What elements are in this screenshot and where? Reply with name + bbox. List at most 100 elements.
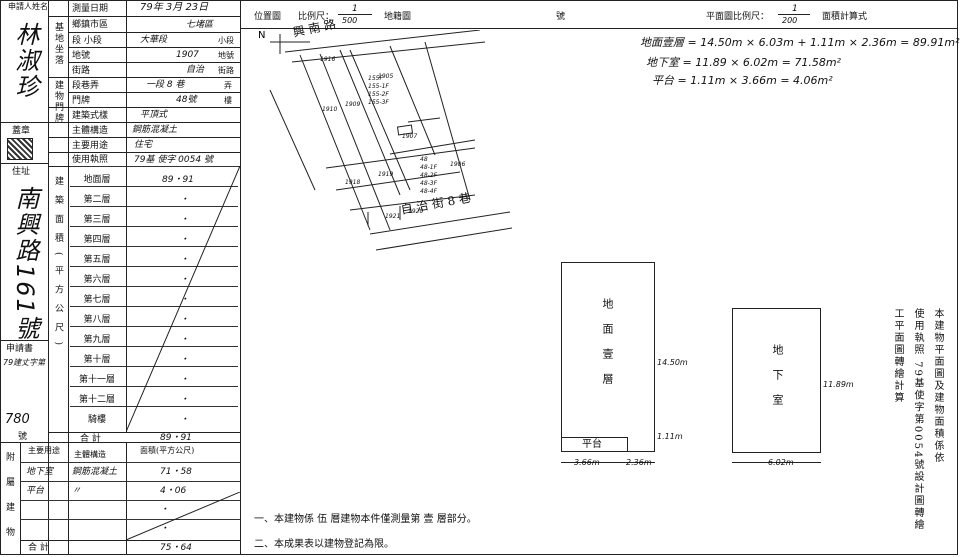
lot-number: 155F [368, 75, 383, 82]
floor-label: 第五層 [83, 255, 111, 265]
floor-value: ・ [180, 315, 190, 325]
floor-value: ・ [180, 215, 190, 225]
door-value: 48號 [176, 95, 197, 105]
lot-number: 155-3F [368, 99, 389, 106]
location-plan-label: 位置圖 [254, 12, 282, 22]
floor-label: 騎樓 [87, 415, 106, 425]
address-value: 南興路161號 [11, 186, 39, 342]
address-header: 住址 [12, 167, 31, 177]
floor-value: ・ [180, 375, 190, 385]
seal-stamp [7, 138, 33, 160]
lane-value: 一段 8 巷 [146, 80, 185, 90]
floor-value: ・ [180, 255, 190, 265]
floor-label: 第九層 [83, 335, 111, 345]
lot-label: 地號 [72, 51, 91, 61]
floor-label: 第八層 [83, 315, 111, 325]
seal-header: 蓋章 [12, 126, 31, 136]
lane-suffix: 弄 [224, 81, 232, 90]
location-scale-label: 比例尺： [298, 12, 335, 22]
lot-suffix: 地號 [218, 51, 234, 60]
applicant-header: 申請人姓名 [8, 2, 48, 11]
floor-label: 第二層 [83, 195, 111, 205]
license-label: 使用執照 [72, 155, 109, 165]
annex-strike-line [126, 492, 240, 540]
ground-floor-label: 地面壹層 [601, 298, 614, 398]
floor-value: ・ [180, 235, 190, 245]
annex-area: 4・06 [160, 486, 187, 496]
floor-row: 第三層 ・ [70, 206, 238, 227]
floor-value: ・ [180, 195, 190, 205]
section-value: 大華段 [140, 35, 168, 45]
location-scale-num: 1 [352, 4, 358, 14]
annex-structure: 〃 [72, 486, 82, 496]
floor-plan-scale-label: 平面圖比例尺： [706, 12, 770, 22]
lot-number: 1906 [450, 161, 466, 168]
floor-row: 第九層・ [70, 326, 238, 347]
location-plan-drawing: N [258, 30, 513, 251]
district-value: 七堵區 [186, 20, 214, 30]
license-value: 79基 使字 0054 號 [134, 155, 213, 165]
strike-line [126, 166, 240, 432]
right-note-col2: 使用執照 79基使字第0054號設計圖轉繪 [912, 308, 923, 532]
doc-no-suffix: 號 [18, 432, 28, 442]
floor-value: ・ [180, 415, 190, 425]
floor-value: ・ [180, 355, 190, 365]
floor-label: 第三層 [83, 215, 111, 225]
floor-value: ・ [180, 395, 190, 405]
applicant-name: 林淑珍 [11, 22, 39, 100]
lot-number: 48-2F [420, 172, 438, 179]
door-label: 門牌 [72, 96, 91, 106]
annex-total-label: 合 計 [28, 543, 49, 553]
structure-value: 鋼筋混凝土 [132, 125, 178, 135]
floor-row: 第十二層 ・ [70, 386, 238, 407]
lot-number: 1919 [378, 171, 394, 178]
floor-value: 89・91 [162, 175, 194, 185]
annex-area: ・ [160, 524, 170, 534]
annex-use: 平台 [26, 486, 45, 496]
lot-number: 48-1F [420, 164, 438, 171]
survey-date-value: 79年 3月 23日 [140, 2, 209, 13]
annex-row: 平台 〃 4・06 [20, 481, 240, 501]
area-formula: 地下室 = 11.89 × 6.02m = 71.58m² [646, 56, 841, 69]
platform-label: 平台 [582, 439, 602, 450]
ground-dim-small: 1.11m [657, 432, 683, 441]
floor-label: 第四層 [83, 235, 111, 245]
lane-label: 段巷弄 [72, 81, 100, 91]
divider [0, 122, 48, 123]
ground-dim-bottom-1: 3.66m [574, 458, 600, 467]
lot-number: 48 [420, 156, 428, 163]
floor-row: 第六層・ [70, 266, 238, 287]
floor-row: 第二層 ・ [70, 186, 238, 207]
doc-no-value: 780 [5, 412, 30, 427]
door-suffix: 樓 [224, 96, 232, 105]
annex-header-use: 主要用途 [28, 446, 60, 455]
road-label: 街路 [72, 66, 91, 76]
floor-label: 第十一層 [78, 375, 115, 385]
floor-row: 第八層 ・ [70, 306, 238, 327]
section-suffix: 小段 [218, 36, 234, 45]
floor-label: 第十二層 [78, 395, 115, 405]
use-value: 住宅 [134, 140, 153, 150]
area-method-label: 面積計算式 [822, 12, 868, 22]
total-value: 89・91 [160, 433, 192, 443]
floor-row: 第五層 ・ [70, 246, 238, 267]
floor-row: 第七層・ [70, 286, 238, 307]
door-label-vertical: 建物門牌 [53, 80, 63, 124]
lot-number: 1916 [320, 56, 336, 63]
total-label: 合 計 [80, 434, 101, 444]
area-formula: 地面壹層 = 14.50m × 6.03m + 1.11m × 2.36m = … [640, 36, 960, 49]
divider [0, 340, 48, 341]
lot-number: 1918 [345, 179, 361, 186]
style-value: 平頂式 [140, 110, 168, 120]
annex-header-area: 面積(平方公尺) [140, 446, 195, 455]
annex-row: ・ [20, 519, 240, 539]
structure-label: 主體構造 [72, 126, 109, 136]
divider [0, 442, 240, 443]
section-label: 段 小段 [72, 36, 102, 46]
floor-row: 騎樓 ・ [70, 406, 238, 427]
annex-vertical-label: 附屬建物 [4, 452, 14, 552]
lot-number: 155-1F [368, 83, 389, 90]
